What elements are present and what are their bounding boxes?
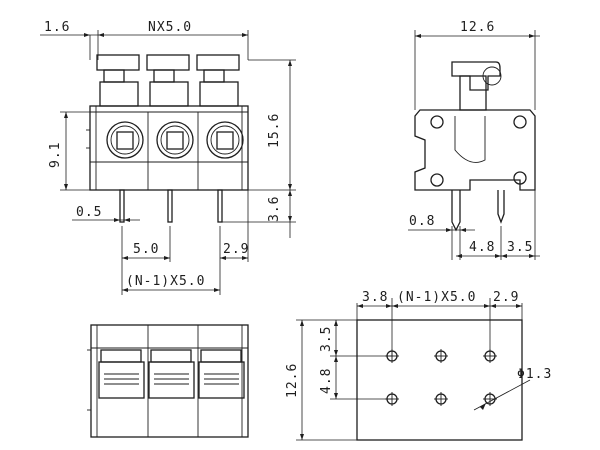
pcb-hole [434, 349, 448, 363]
pcb-hole [434, 392, 448, 406]
dim-pcb-height: 12.6 [285, 363, 300, 398]
dim-pitch-total: NX5.0 [148, 20, 192, 35]
side-view: 12.6 0.8 4.8 3.5 [408, 20, 540, 260]
dim-pcb-left: 3.8 [362, 290, 388, 305]
pcb-layout: 3.8 (N-1)X5.0 2.9 12.6 3.5 4.8 [285, 290, 552, 441]
dim-hole-diameter: Φ1.3 [517, 367, 552, 382]
front-view: 1.6 NX5.0 [40, 20, 296, 295]
dim-pin-pitch: 5.0 [133, 242, 159, 257]
dim-pcb-span: (N-1)X5.0 [397, 290, 476, 305]
dim-total-span: (N-1)X5.0 [126, 274, 205, 289]
dim-pcb-row-gap: 4.8 [319, 368, 334, 394]
dim-height-body: 15.6 [267, 113, 282, 148]
dim-pcb-right: 2.9 [493, 290, 519, 305]
dim-side-width: 12.6 [460, 20, 495, 35]
pcb-hole [385, 392, 399, 406]
dim-pin-thickness: 0.8 [409, 214, 435, 229]
dim-pcb-top-row: 3.5 [319, 326, 334, 352]
dim-pin-width: 0.5 [76, 205, 102, 220]
dim-left-offset: 1.6 [44, 20, 70, 35]
dim-pin-edge: 3.5 [507, 240, 533, 255]
pcb-hole [385, 349, 399, 363]
dim-height-side: 9.1 [48, 142, 63, 168]
dim-pin-length: 3.6 [267, 196, 282, 222]
dim-pin-spacing: 4.8 [469, 240, 495, 255]
dim-edge-offset: 2.9 [223, 242, 249, 257]
pcb-hole [483, 349, 497, 363]
bottom-view [87, 324, 249, 438]
